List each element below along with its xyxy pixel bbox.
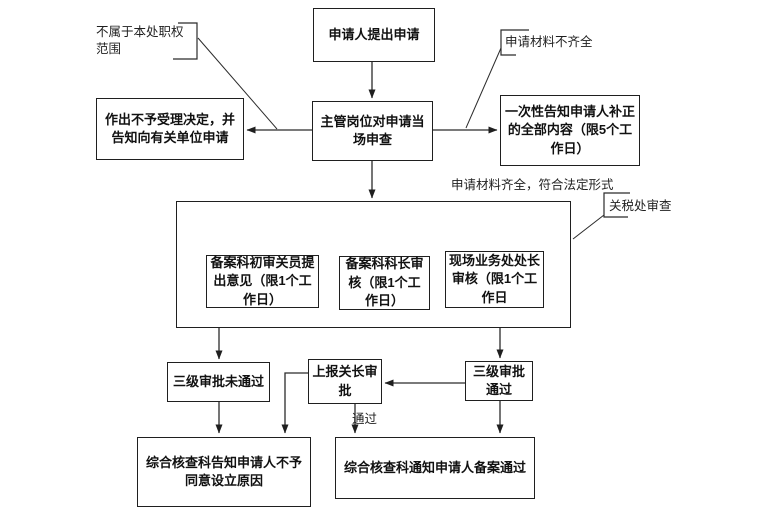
node-not-accept-decision: 作出不予受理决定，并 告知向有关单位申请 xyxy=(96,98,244,160)
label-materials-incomplete: 申请材料不齐全 xyxy=(505,35,593,49)
node-inform-filing-passed: 综合核查科通知申请人备案通过 xyxy=(335,437,535,499)
node-inform-rejection-reason: 综合核查科告知申请人不予 同意设立原因 xyxy=(137,437,311,507)
node-three-level-passed: 三级审批 通过 xyxy=(465,361,533,401)
label-tariff-office-review: 关税处审查 xyxy=(609,199,672,213)
label-out-of-scope: 不属于本处职权 范围 xyxy=(96,25,184,56)
node-filing-officer-opinion: 备案科初审关员提 出意见（限1个工 作日） xyxy=(206,255,319,308)
node-three-level-not-passed: 三级审批未通过 xyxy=(167,362,270,402)
leader-tariff-review xyxy=(572,214,605,240)
node-applicant-submits: 申请人提出申请 xyxy=(313,8,435,62)
node-report-commissioner-approval: 上报关长审 批 xyxy=(308,359,382,404)
node-supervisor-onsite-review: 主管岗位对申请当 场申查 xyxy=(312,101,433,161)
leader-materials-incomplete xyxy=(465,47,502,129)
label-materials-complete: 申请材料齐全，符合法定形式 xyxy=(451,178,614,192)
node-section-chief-review: 备案科科长审 核（限1个工 作日） xyxy=(339,256,430,310)
node-onetime-correction-notice: 一次性告知申请人补正 的全部内容（限5个工 作日） xyxy=(500,95,640,166)
node-division-director-review: 现场业务处处长 审核（限1个工 作日 xyxy=(445,251,544,308)
label-edge-pass: 通过 xyxy=(352,412,378,426)
edge-report-to-informreject xyxy=(281,372,308,434)
group-tariff-office-review xyxy=(176,201,571,328)
